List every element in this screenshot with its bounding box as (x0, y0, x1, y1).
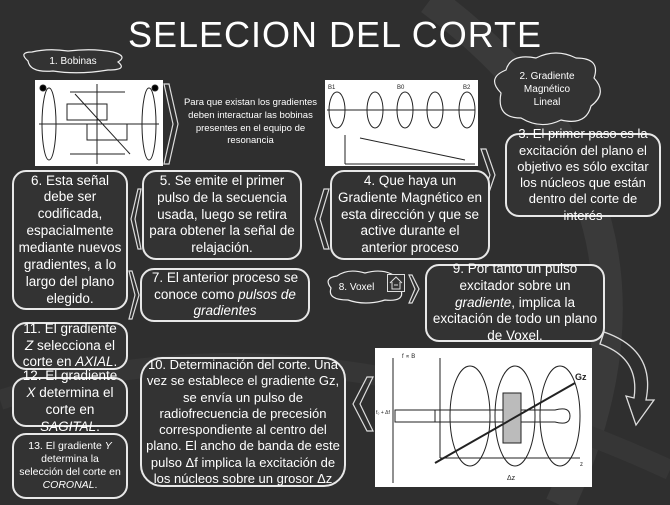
home-icon[interactable] (387, 274, 405, 292)
chevron-right-icon (408, 274, 420, 304)
step-12-box: 12. El gradiente X determina el corte en… (12, 368, 128, 434)
curved-arrow-icon (599, 331, 656, 427)
step-3-box: 3. El primer paso es la excitación del p… (505, 126, 661, 223)
svg-text:B1: B1 (328, 85, 336, 91)
coils-note: Para que existan los gradientes deben in… (183, 97, 318, 147)
coils-figure (35, 80, 163, 166)
step-13-box: 13. El gradiente Y determina la selecció… (12, 433, 128, 499)
svg-text:B0: B0 (397, 85, 405, 91)
gradient-figure: B1 B0 B2 (325, 80, 478, 166)
step-7-box: 7. El anterior proceso se conoce como pu… (140, 268, 310, 322)
step-11-box: 11. El gradiente Z selecciona el corte e… (12, 321, 128, 370)
step-10-box: 10. Determinación del corte. Una vez se … (140, 357, 346, 487)
step-6-box: 6. Esta señal debe ser codificada, espac… (12, 170, 128, 310)
chevron-left-icon (352, 376, 374, 432)
svg-text:B2: B2 (463, 85, 471, 91)
chevron-left-icon (130, 188, 142, 250)
step-5-box: 5. Se emite el primer pulso de la secuen… (142, 170, 302, 260)
chevron-left-icon (314, 188, 330, 250)
step-4-box: 4. Que haya un Gradiente Magnético en es… (330, 170, 490, 260)
chevron-right-icon (163, 83, 179, 165)
chevron-right-icon (128, 270, 140, 320)
cloud-bobinas: 1. Bobinas (18, 48, 128, 74)
slice-selection-figure: f ∝ B Gz Δz f₀ + Δf z (375, 348, 592, 487)
svg-text:f ∝ B: f ∝ B (402, 354, 415, 360)
slide-title: SELECION DEL CORTE (127, 14, 543, 55)
svg-text:z: z (580, 462, 583, 468)
step-9-box: 9. Por tanto un pulso excitador sobre un… (425, 261, 605, 343)
svg-text:f₀ + Δf: f₀ + Δf (376, 410, 391, 416)
svg-text:Gz: Gz (575, 372, 587, 382)
svg-text:Δz: Δz (507, 475, 516, 482)
